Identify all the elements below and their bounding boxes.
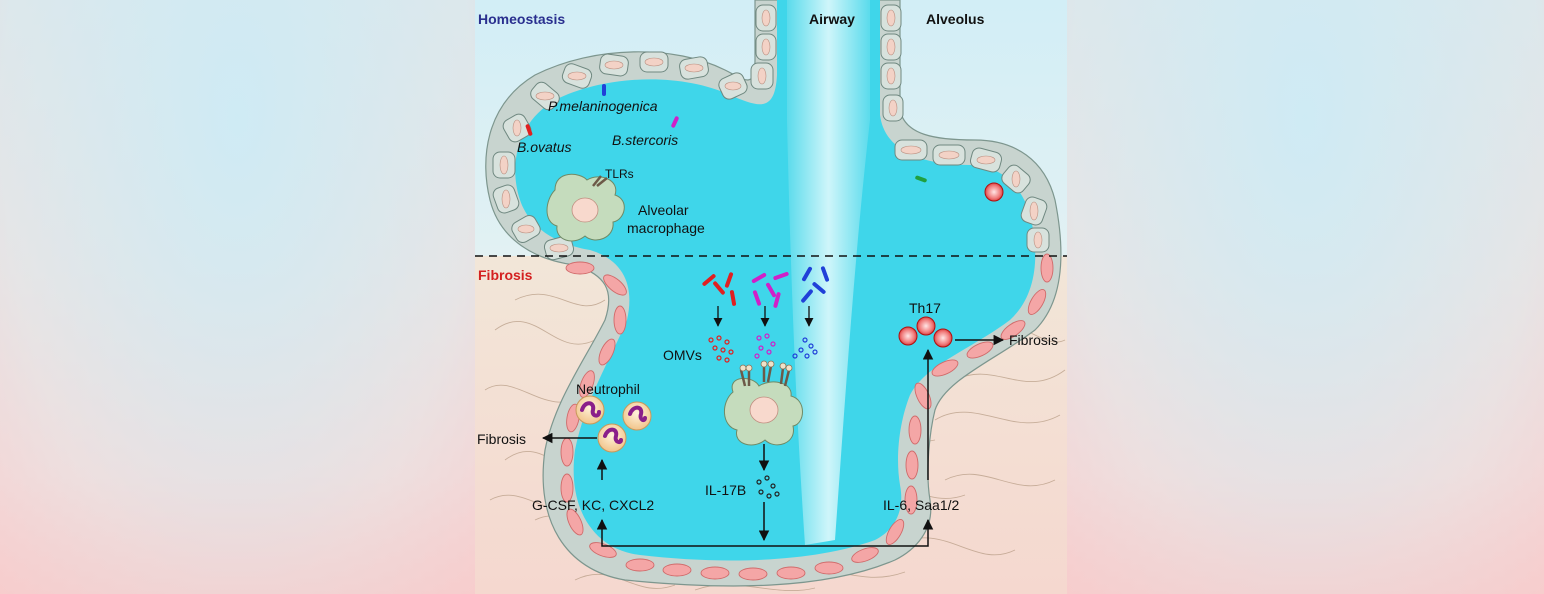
il6-label: IL-6, Saa1/2 bbox=[883, 497, 960, 513]
lung-diagram-svg bbox=[475, 0, 1067, 594]
neutrophil-label: Neutrophil bbox=[576, 381, 640, 397]
p-melaninogenica-label: P.melaninogenica bbox=[548, 98, 658, 114]
homeostasis-title: Homeostasis bbox=[478, 11, 566, 27]
il17b-vesicles bbox=[756, 475, 780, 499]
neutrophil-cells bbox=[575, 395, 652, 453]
bacteria-to-omv-arrows bbox=[713, 306, 814, 327]
b-stercoris-cluster bbox=[751, 271, 789, 308]
p-melaninogenica-bacterium bbox=[602, 84, 606, 96]
alveolar-macrophage-label-line2: macrophage bbox=[627, 220, 705, 236]
background-left bbox=[0, 0, 475, 594]
th17-cells bbox=[898, 316, 953, 348]
fibrosis-left-label: Fibrosis bbox=[477, 431, 527, 447]
fibrosis-right-label: Fibrosis bbox=[1009, 332, 1059, 348]
airway-lumen bbox=[787, 0, 870, 545]
th17-cell-top bbox=[984, 182, 1004, 202]
alveolar-macrophage-fibrosis bbox=[724, 360, 803, 446]
fibrosis-title: Fibrosis bbox=[478, 267, 533, 283]
alveolus-label: Alveolus bbox=[926, 11, 985, 27]
omv-vesicles bbox=[708, 333, 818, 363]
b-ovatus-label: B.ovatus bbox=[517, 139, 572, 155]
b-stercoris-bacterium bbox=[671, 116, 679, 128]
b-ovatus-bacterium bbox=[525, 124, 533, 136]
omvs-label: OMVs bbox=[663, 347, 702, 363]
tlrs-label: TLRs bbox=[605, 167, 634, 181]
p-melaninogenica-cluster bbox=[801, 266, 830, 303]
signal-arrows bbox=[541, 334, 1005, 547]
airway-label: Airway bbox=[809, 11, 855, 27]
epithelial-nuclei-top bbox=[499, 9, 1043, 253]
b-ovatus-cluster bbox=[702, 272, 737, 306]
th17-label: Th17 bbox=[909, 300, 941, 316]
alveolus-bacterium bbox=[915, 175, 927, 183]
b-stercoris-label: B.stercoris bbox=[612, 132, 679, 148]
diagram-panel: Homeostasis Fibrosis Airway Alveolus P.m… bbox=[475, 0, 1067, 594]
alveolar-macrophage-top bbox=[546, 173, 625, 242]
epithelial-cells-fibrotic bbox=[560, 253, 1054, 581]
background-right bbox=[1067, 0, 1544, 594]
gcsf-label: G-CSF, KC, CXCL2 bbox=[532, 497, 655, 513]
alveolar-macrophage-label-line1: Alveolar bbox=[638, 202, 689, 218]
il17b-label: IL-17B bbox=[705, 482, 747, 498]
